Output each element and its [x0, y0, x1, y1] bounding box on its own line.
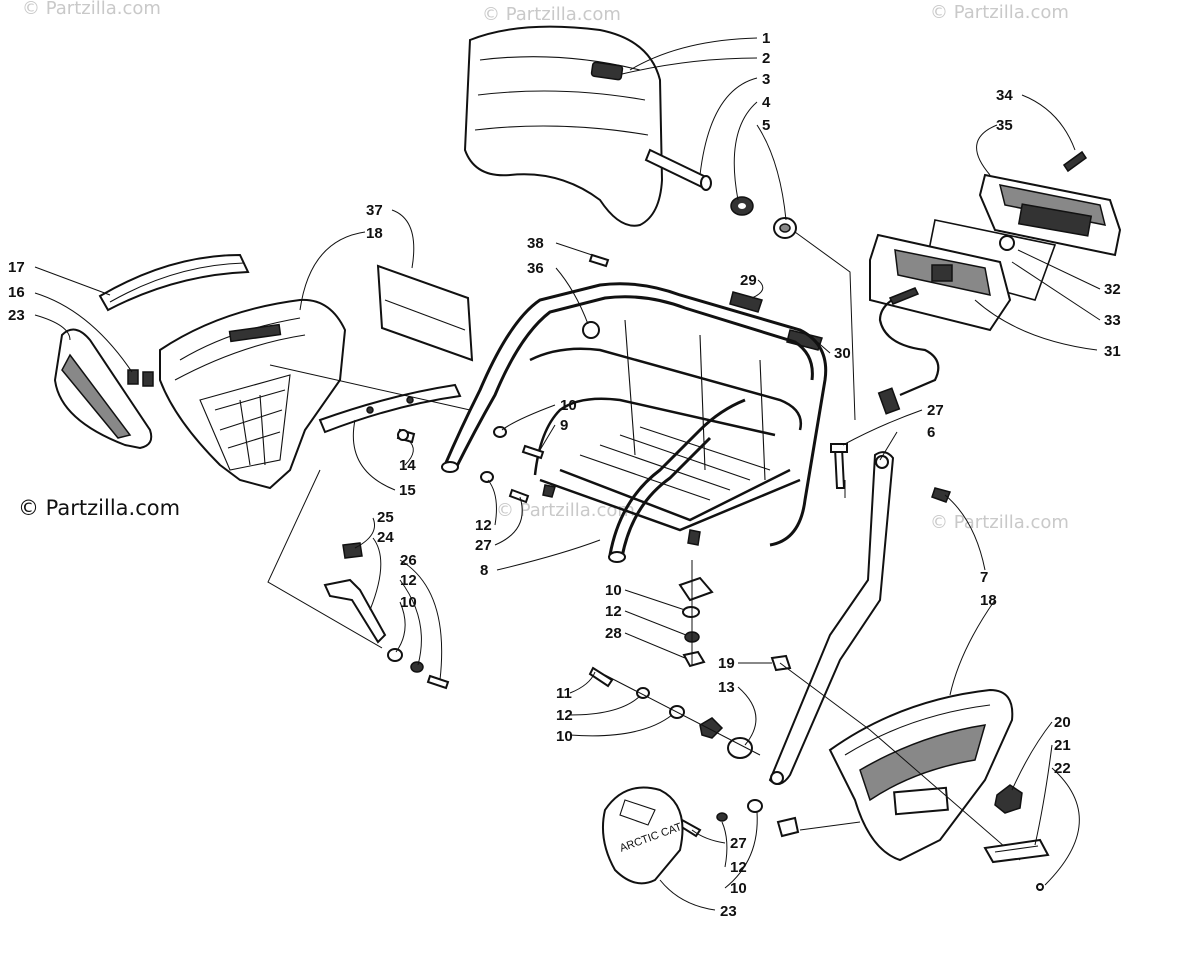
callout-12-center: 12 [475, 517, 492, 534]
callout-9: 9 [560, 417, 568, 434]
backrest-washer[interactable] [730, 196, 754, 216]
callout-12-stack: 12 [605, 603, 622, 620]
callout-37: 37 [366, 202, 383, 219]
taillight-housing[interactable] [869, 233, 1012, 332]
callout-6: 6 [927, 424, 935, 441]
backrest-stud[interactable] [644, 148, 712, 191]
callout-22: 22 [1054, 760, 1071, 777]
right-handle-frame-18[interactable] [828, 688, 1014, 862]
washer-10-bottom[interactable] [747, 799, 763, 813]
side-cover-23-left[interactable] [53, 328, 153, 450]
taillight-lens[interactable] [978, 173, 1122, 257]
callout-34: 34 [996, 87, 1013, 104]
storage-decal[interactable] [376, 264, 474, 362]
washer-12-left[interactable] [410, 661, 424, 673]
side-cover-23-bottom[interactable]: ARCTIC CAT [602, 786, 684, 885]
screw-22[interactable] [1036, 883, 1044, 891]
callout-11: 11 [556, 685, 572, 702]
callout-23-bottom: 23 [720, 903, 737, 920]
callout-12-lower: 12 [556, 707, 573, 724]
callout-10-center: 10 [560, 397, 577, 414]
support-arm-6[interactable] [768, 451, 895, 785]
taillight-screw[interactable] [1062, 150, 1088, 173]
left-handle-frame-18[interactable] [159, 298, 347, 490]
callout-27-center: 27 [475, 537, 492, 554]
callout-36: 36 [527, 260, 544, 277]
callout-10-bottom: 10 [730, 880, 747, 897]
callout-23-left: 23 [8, 307, 25, 324]
callout-18-right: 18 [980, 592, 997, 609]
callout-10-lower: 10 [556, 728, 573, 745]
watermark-top-right: © Partzilla.com [930, 2, 1069, 23]
washer-10-left[interactable] [387, 648, 403, 662]
bolt-11[interactable] [588, 666, 614, 688]
screw-9[interactable] [521, 444, 545, 460]
callout-7: 7 [980, 569, 988, 586]
callout-31: 31 [1104, 343, 1121, 360]
knob-nut[interactable] [699, 717, 724, 739]
callout-25: 25 [377, 509, 394, 526]
nut-28[interactable] [682, 650, 706, 668]
callout-2: 2 [762, 50, 770, 67]
decal-30[interactable] [786, 329, 823, 351]
watermark-top-left: © Partzilla.com [22, 0, 161, 19]
callout-1: 1 [762, 30, 770, 47]
callout-21: 21 [1054, 737, 1071, 754]
screw-27-center[interactable] [508, 488, 530, 504]
callout-15: 15 [399, 482, 416, 499]
latch-lever-24[interactable] [323, 578, 387, 644]
callout-4: 4 [762, 94, 771, 111]
copyright-notice: © Partzilla.com [18, 496, 181, 520]
grip-cover-17[interactable] [98, 253, 250, 312]
callout-19: 19 [718, 655, 735, 672]
bolt-14[interactable] [396, 428, 416, 444]
clip-nut[interactable] [776, 816, 800, 838]
washer-12-lower[interactable] [636, 687, 650, 699]
rack-nut-36[interactable] [582, 321, 600, 339]
grip-clip-16[interactable] [127, 369, 154, 387]
callout-28: 28 [605, 625, 622, 642]
callout-33: 33 [1104, 312, 1121, 329]
washer-12-center[interactable] [480, 471, 494, 483]
backrest-pad[interactable] [463, 25, 664, 227]
callout-3: 3 [762, 71, 770, 88]
callout-27-right: 27 [927, 402, 944, 419]
watermark-top-center: © Partzilla.com [482, 4, 621, 25]
callout-29: 29 [740, 272, 757, 289]
callout-20: 20 [1054, 714, 1071, 731]
callout-16: 16 [8, 284, 25, 301]
taillight-wire-harness[interactable] [877, 287, 940, 415]
callout-27-lower: 27 [730, 835, 747, 852]
callout-12-bottom: 12 [730, 859, 747, 876]
callout-32: 32 [1104, 281, 1121, 298]
callout-26: 26 [400, 552, 417, 569]
callout-30: 30 [834, 345, 851, 362]
bolt-7[interactable] [931, 487, 952, 503]
callout-17: 17 [8, 259, 25, 276]
mount-pad[interactable] [678, 576, 714, 602]
callout-38: 38 [527, 235, 544, 252]
callout-10-left: 10 [400, 594, 417, 611]
decal-21[interactable] [983, 838, 1050, 864]
taillight-bulb[interactable] [999, 235, 1015, 251]
callout-10-stack: 10 [605, 582, 622, 599]
callout-18-left: 18 [366, 225, 383, 242]
knob-20[interactable] [994, 784, 1023, 814]
watermark-middle-center: © Partzilla.com [496, 500, 635, 521]
rear-rack-basket[interactable] [441, 282, 828, 563]
bolt-27-right[interactable] [830, 443, 848, 489]
callout-8: 8 [480, 562, 488, 579]
callout-12-left: 12 [400, 572, 417, 589]
callout-35: 35 [996, 117, 1013, 134]
washer-10-stack[interactable] [682, 606, 700, 618]
callout-24: 24 [377, 529, 394, 546]
rack-screw-38[interactable] [588, 253, 610, 268]
callout-14: 14 [399, 457, 416, 474]
washer-12-bottom[interactable] [716, 812, 728, 822]
callout-13: 13 [718, 679, 735, 696]
backrest-spacer[interactable] [773, 217, 797, 239]
callout-5: 5 [762, 117, 770, 134]
bolt-26[interactable] [426, 674, 450, 690]
